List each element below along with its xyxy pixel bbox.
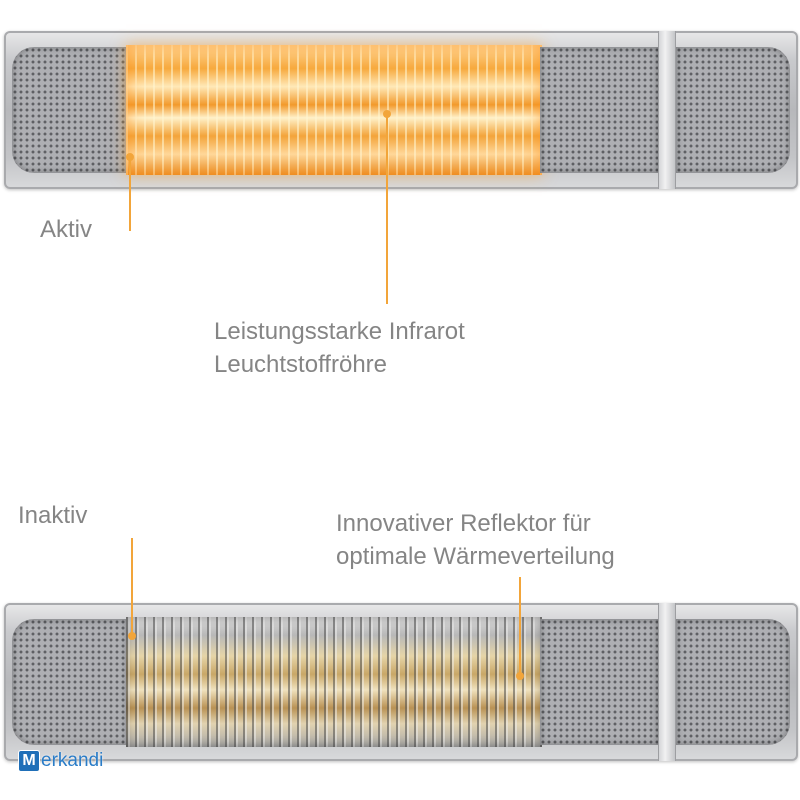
label-inactive: Inaktiv	[18, 502, 88, 529]
perforated-grille-left	[12, 47, 128, 173]
housing-joint	[658, 603, 676, 761]
label-infrared-tube-line1: Leistungsstarke Infrarot	[214, 318, 465, 345]
perforated-grille-left	[12, 619, 128, 745]
merkandi-logo-text: erkandi	[41, 750, 104, 771]
callout-line-inactive	[131, 538, 133, 634]
infrared-tube-glowing	[126, 45, 542, 175]
perforated-grille-center	[540, 47, 658, 173]
perforated-grille-right	[676, 47, 790, 173]
callout-line-reflector	[519, 577, 521, 674]
callout-dot-reflector	[516, 672, 524, 680]
label-reflector-line1: Innovativer Reflektor für	[336, 510, 591, 537]
label-active: Aktiv	[40, 216, 93, 243]
callout-line-infrared-tube	[386, 114, 388, 304]
callout-line-active	[129, 157, 131, 231]
callout-dot-inactive	[128, 632, 136, 640]
merkandi-logo-icon: M	[18, 750, 40, 772]
label-reflector-line2: optimale Wärmeverteilung	[336, 543, 615, 570]
perforated-grille-right	[676, 619, 790, 745]
perforated-grille-center	[540, 619, 658, 745]
housing-joint	[658, 31, 676, 189]
heater-inactive	[4, 603, 798, 761]
reflector-tube-off	[126, 617, 542, 747]
label-infrared-tube-line2: Leuchtstoffröhre	[214, 351, 388, 378]
heater-active	[4, 31, 798, 189]
merkandi-watermark-logo: M erkandi	[18, 749, 103, 773]
